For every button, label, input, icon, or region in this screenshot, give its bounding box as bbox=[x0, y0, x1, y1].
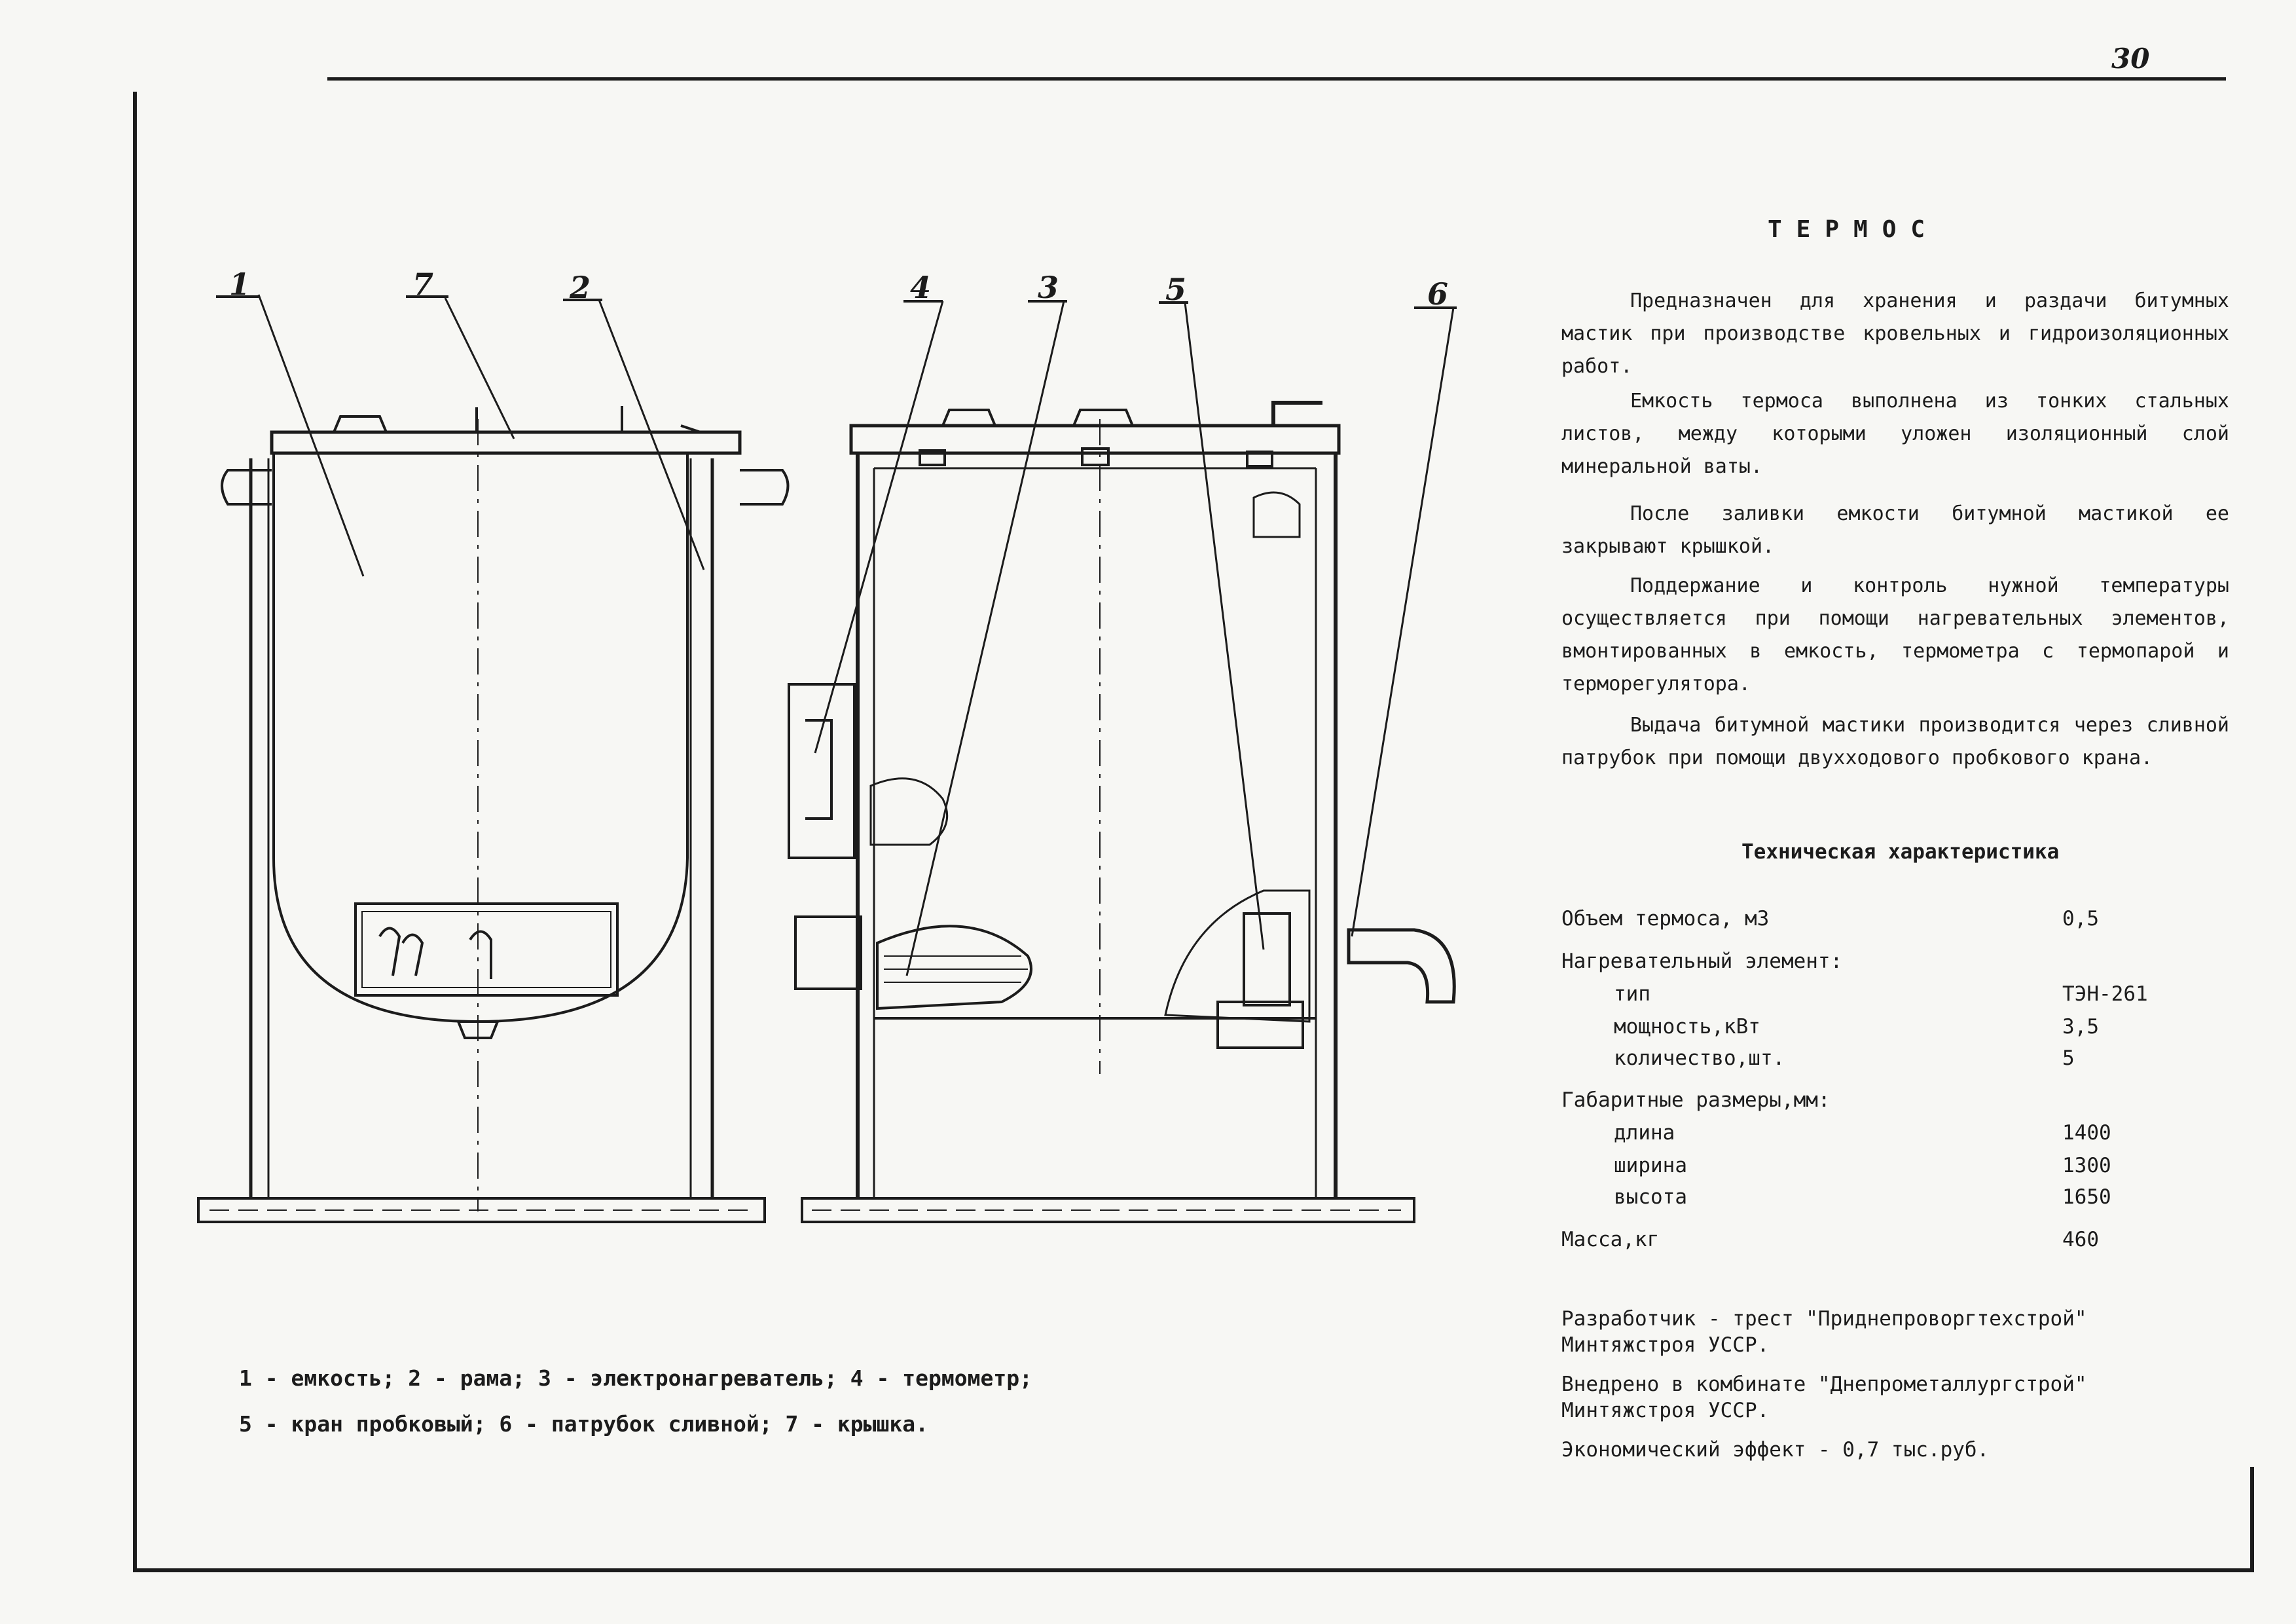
top-rule bbox=[327, 77, 2226, 81]
callout-2: 2 bbox=[569, 270, 591, 305]
spec-row: высота 1650 bbox=[1561, 1185, 2203, 1215]
side-view bbox=[788, 300, 1457, 1223]
spec-value: 5 bbox=[2062, 1046, 2075, 1070]
spec-label: высота bbox=[1614, 1185, 1687, 1209]
frame-left-border bbox=[133, 92, 137, 1572]
developer-line: Минтяжстроя УССР. bbox=[1561, 1333, 1770, 1357]
spec-label: количество,шт. bbox=[1614, 1046, 1785, 1070]
spec-value: 1300 bbox=[2062, 1154, 2111, 1177]
spec-value: 1400 bbox=[2062, 1121, 2111, 1145]
spec-value: 1650 bbox=[2062, 1185, 2111, 1209]
description-paragraph: Предназначен для хранения и раздачи биту… bbox=[1561, 289, 2229, 378]
description-paragraph: Поддержание и контроль нужной температур… bbox=[1561, 574, 2229, 695]
spec-row: мощность,кВт 3,5 bbox=[1561, 1015, 2203, 1045]
spec-row: Масса,кг 460 bbox=[1561, 1228, 2203, 1258]
callout-7: 7 bbox=[412, 267, 433, 302]
frame-bottom-border bbox=[133, 1568, 2254, 1572]
spec-label: Габаритные размеры,мм: bbox=[1561, 1088, 1831, 1112]
description-paragraph: Выдача битумной мастики производится чер… bbox=[1561, 714, 2229, 769]
callout-3: 3 bbox=[1038, 270, 1059, 305]
tech-spec-heading: Техническая характеристика bbox=[1741, 840, 2060, 864]
description-paragraph: После заливки емкости битумной мастикой … bbox=[1561, 502, 2229, 558]
implementation-line: Минтяжстроя УССР. bbox=[1561, 1399, 1770, 1422]
spec-label: тип bbox=[1614, 982, 1650, 1006]
spec-row: количество,шт. 5 bbox=[1561, 1046, 2203, 1077]
description-paragraph: Емкость термоса выполнена из тонких стал… bbox=[1561, 390, 2229, 478]
economic-effect-line: Экономический эффект - 0,7 тыс.руб. bbox=[1561, 1438, 1990, 1462]
spec-label: Масса,кг bbox=[1561, 1228, 1660, 1251]
spec-label: ширина bbox=[1614, 1154, 1687, 1177]
implementation-line: Внедрено в комбинате "Днепрометаллургстр… bbox=[1561, 1373, 2087, 1396]
spec-row: Габаритные размеры,мм: bbox=[1561, 1088, 2203, 1118]
spec-value: 3,5 bbox=[2062, 1015, 2099, 1039]
developer-line: Разработчик - трест "Приднепроворгтехстр… bbox=[1561, 1307, 2087, 1331]
spec-row: тип ТЭН-261 bbox=[1561, 982, 2203, 1012]
document-title: ТЕРМОС bbox=[1768, 216, 1940, 243]
spec-label: Объем термоса, м3 bbox=[1561, 907, 1770, 931]
spec-row: длина 1400 bbox=[1561, 1121, 2203, 1151]
frame-right-border bbox=[2250, 1467, 2254, 1572]
spec-label: длина bbox=[1614, 1121, 1675, 1145]
spec-label: мощность,кВт bbox=[1614, 1015, 1760, 1039]
spec-row: Нагревательный элемент: bbox=[1561, 950, 2203, 980]
spec-value: 0,5 bbox=[2062, 907, 2099, 931]
callout-5: 5 bbox=[1165, 272, 1186, 307]
spec-row: ширина 1300 bbox=[1561, 1154, 2203, 1184]
legend-line: 5 - кран пробковый; 6 - патрубок сливной… bbox=[239, 1411, 928, 1437]
legend-line: 1 - емкость; 2 - рама; 3 - электронагрев… bbox=[239, 1365, 1032, 1391]
callout-4: 4 bbox=[910, 270, 931, 305]
front-view bbox=[197, 294, 790, 1223]
spec-row: Объем термоса, м3 0,5 bbox=[1561, 907, 2203, 937]
spec-value: 460 bbox=[2062, 1228, 2099, 1251]
page-number: 30 bbox=[2111, 43, 2150, 75]
spec-label: Нагревательный элемент: bbox=[1561, 950, 1843, 973]
spec-value: ТЭН-261 bbox=[2062, 982, 2148, 1006]
callout-6: 6 bbox=[1427, 276, 1448, 312]
callout-1: 1 bbox=[229, 267, 250, 302]
